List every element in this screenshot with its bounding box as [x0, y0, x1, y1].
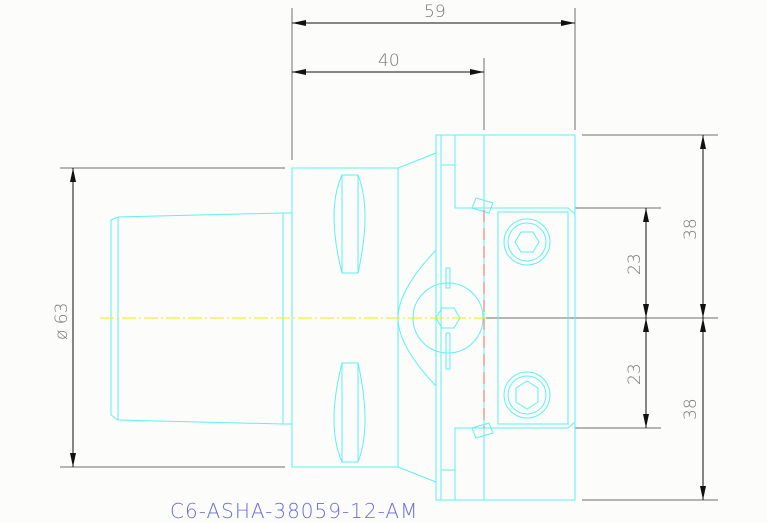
dimension-diameter-63: ø 63 [52, 168, 76, 467]
dimension-59: 59 [292, 2, 575, 26]
dim-23-upper-label: 23 [625, 253, 645, 275]
extension-lines [60, 8, 718, 501]
dim-63-label: ø 63 [52, 303, 72, 340]
dim-59-label: 59 [424, 2, 446, 22]
dimension-38-upper: 38 [681, 135, 706, 318]
dimension-23-lower: 23 [625, 318, 649, 428]
dim-38-upper-label: 38 [681, 218, 701, 240]
dim-38-lower-label: 38 [681, 398, 701, 420]
dimension-23-upper: 23 [625, 208, 649, 318]
dim-23-lower-label: 23 [625, 363, 645, 385]
part-number-label: C6-ASHA-38059-12-AM [170, 499, 419, 523]
dim-40-label: 40 [378, 51, 400, 71]
dimension-38-lower: 38 [681, 318, 706, 500]
dimension-40: 40 [292, 51, 484, 75]
